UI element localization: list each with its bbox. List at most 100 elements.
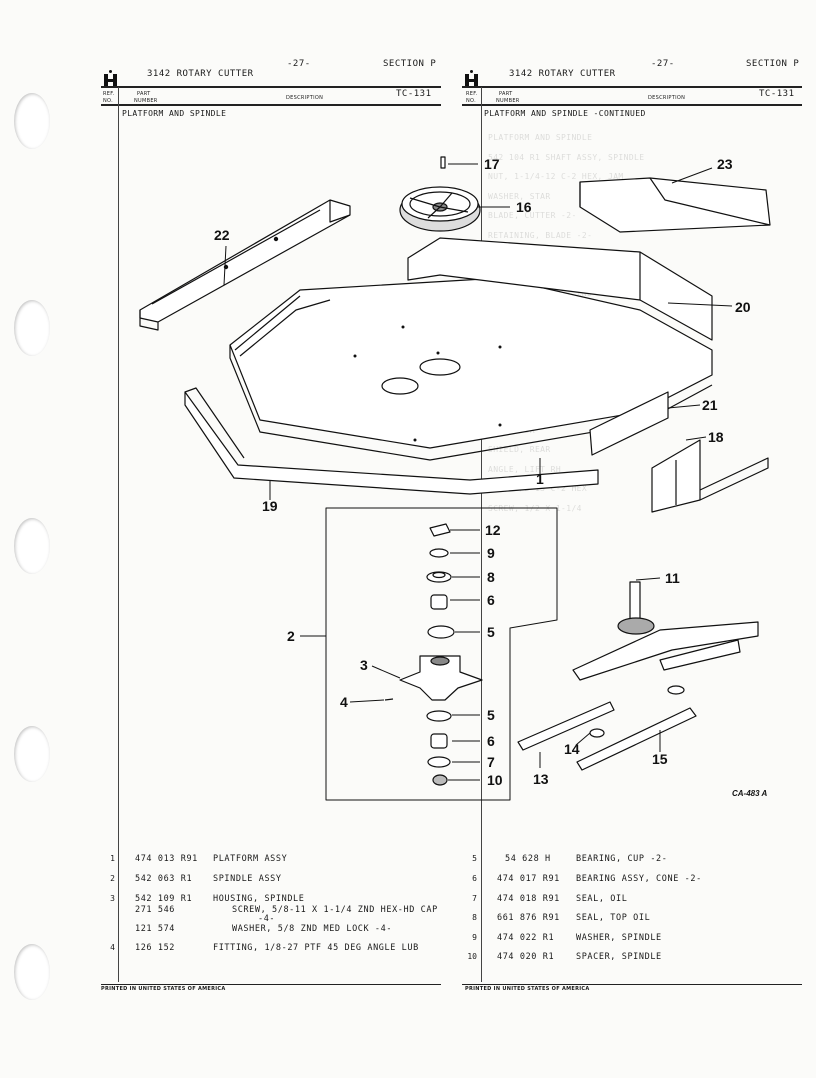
col-number: NUMBER bbox=[134, 98, 158, 104]
spindle-assembly-outline bbox=[325, 507, 558, 801]
part-number: 474 022 R1 bbox=[497, 933, 555, 943]
page-title: 3142 ROTARY CUTTER bbox=[147, 69, 254, 79]
part-description: SEAL, OIL bbox=[576, 894, 628, 904]
page-title: 3142 ROTARY CUTTER bbox=[509, 69, 616, 79]
binder-hole bbox=[14, 93, 50, 149]
part-number: 271 546 bbox=[135, 905, 176, 915]
footer-rule bbox=[101, 984, 441, 985]
callout-17: 17 bbox=[484, 156, 500, 172]
col-ref: REF. bbox=[466, 91, 478, 97]
bleed-line: NUT, 1-1/4-12 C-2 HEX, JAM bbox=[488, 172, 624, 181]
callout-10: 10 bbox=[487, 772, 503, 788]
footer-printed: PRINTED IN UNITED STATES OF AMERICA bbox=[465, 986, 590, 992]
part-description: SPINDLE ASSY bbox=[213, 874, 282, 884]
section-subtitle: PLATFORM AND SPINDLE -CONTINUED bbox=[484, 109, 646, 118]
col-number: NUMBER bbox=[496, 98, 520, 104]
ih-logo-icon bbox=[104, 70, 117, 86]
callout-7: 7 bbox=[487, 754, 495, 770]
col-description: DESCRIPTION bbox=[648, 95, 686, 101]
section-label: SECTION P bbox=[383, 59, 437, 69]
bleed-line: BLADE, CUTTER -2- bbox=[488, 211, 577, 220]
callout-6: 6 bbox=[487, 733, 495, 749]
bleed-line: RETAINING, BLADE -2- bbox=[488, 230, 593, 240]
ref-number: 6 bbox=[472, 874, 477, 883]
callout-16: 16 bbox=[516, 199, 532, 215]
tc-code: TC-131 bbox=[759, 89, 795, 99]
ref-number: 4 bbox=[110, 943, 115, 952]
part-number: 474 013 R91 bbox=[135, 854, 198, 864]
callout-9: 9 bbox=[487, 545, 495, 561]
callout-19: 19 bbox=[262, 498, 278, 514]
platform-part bbox=[229, 277, 713, 461]
binder-hole bbox=[14, 300, 50, 356]
part-number: 474 017 R91 bbox=[497, 874, 560, 884]
callout-12: 12 bbox=[485, 522, 501, 538]
side-wall-part bbox=[407, 237, 713, 341]
section-subtitle: PLATFORM AND SPINDLE bbox=[122, 109, 227, 118]
part-number: 542 109 R1 bbox=[135, 894, 193, 904]
ih-logo-icon bbox=[465, 70, 478, 86]
part-description: PLATFORM ASSY bbox=[213, 854, 288, 864]
part-description: WASHER, 5/8 ZND MED LOCK -4- bbox=[232, 924, 393, 934]
col-no: NO. bbox=[466, 98, 476, 104]
part-description: SCREW, 5/8-11 X 1-1/4 ZND HEX-HD CAP bbox=[232, 905, 438, 915]
bleed-line: ANGLE, LIFT RH bbox=[488, 464, 562, 474]
part-number: 54 628 H bbox=[505, 854, 551, 864]
column-rule bbox=[481, 87, 482, 982]
shield-panel-part bbox=[579, 177, 771, 233]
col-ref: REF. bbox=[103, 91, 115, 97]
handwheel-part bbox=[399, 186, 481, 232]
part-description: FITTING, 1/8-27 PTF 45 DEG ANGLE LUB bbox=[213, 943, 419, 953]
binder-hole bbox=[14, 944, 50, 1000]
callout-11: 11 bbox=[665, 570, 680, 586]
callout-8: 8 bbox=[487, 569, 495, 585]
header-rule bbox=[101, 86, 441, 88]
ref-number: 9 bbox=[472, 933, 477, 942]
part-description: BEARING, CUP -2- bbox=[576, 854, 668, 864]
part-description: HOUSING, SPINDLE bbox=[213, 894, 305, 904]
bleed-line: PLATFORM AND SPINDLE bbox=[488, 133, 593, 142]
tc-code: TC-131 bbox=[396, 89, 432, 99]
callout-6: 6 bbox=[487, 592, 495, 608]
part-number: 474 020 R1 bbox=[497, 952, 555, 962]
part-number: 661 876 R91 bbox=[497, 913, 560, 923]
ref-number: 1 bbox=[110, 854, 115, 863]
callout-13: 13 bbox=[533, 771, 549, 787]
callout-3: 3 bbox=[360, 657, 368, 673]
spindle-shaft-blade-parts bbox=[517, 581, 759, 771]
part-description: SPACER, SPINDLE bbox=[576, 952, 662, 962]
callout-22: 22 bbox=[214, 227, 230, 243]
front-rail-part bbox=[184, 387, 599, 495]
ref-number: 7 bbox=[472, 894, 477, 903]
bleed-line: WASHER, STAR bbox=[488, 191, 551, 201]
binder-hole bbox=[14, 726, 50, 782]
callout-23: 23 bbox=[717, 156, 733, 172]
header-rule bbox=[462, 104, 802, 106]
bleed-line: SHIELD, REAR bbox=[488, 445, 551, 454]
part-number: 542 063 R1 bbox=[135, 874, 193, 884]
part-number: 126 152 bbox=[135, 943, 176, 953]
page-number: -27- bbox=[651, 59, 675, 69]
col-no: NO. bbox=[103, 98, 113, 104]
deflector-part bbox=[589, 391, 669, 456]
figure-code: CA-483 A bbox=[732, 789, 767, 798]
angle-bracket-part bbox=[139, 199, 351, 331]
callout-1: 1 bbox=[536, 471, 544, 487]
callout-leaders bbox=[223, 163, 733, 781]
column-rule bbox=[118, 87, 119, 982]
callout-5: 5 bbox=[487, 624, 495, 640]
ref-number: 8 bbox=[472, 913, 477, 922]
callout-20: 20 bbox=[735, 299, 751, 315]
part-description: -4- bbox=[258, 914, 276, 924]
callout-18: 18 bbox=[708, 429, 724, 445]
ref-number: 3 bbox=[110, 894, 115, 903]
callout-4: 4 bbox=[340, 694, 348, 710]
footer-printed: PRINTED IN UNITED STATES OF AMERICA bbox=[101, 986, 226, 992]
ref-number: 5 bbox=[472, 854, 477, 863]
pin-part bbox=[440, 156, 446, 169]
part-description: SEAL, TOP OIL bbox=[576, 913, 651, 923]
col-description: DESCRIPTION bbox=[286, 95, 324, 101]
callout-15: 15 bbox=[652, 751, 668, 767]
header-rule bbox=[101, 104, 441, 106]
